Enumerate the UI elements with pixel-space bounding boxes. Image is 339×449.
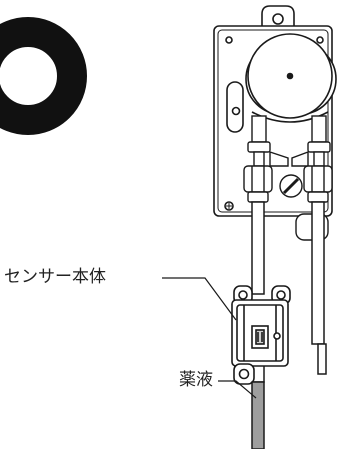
tubes bbox=[251, 201, 327, 383]
sensor-leader-line bbox=[162, 277, 237, 321]
chemical-liquid-tube bbox=[251, 381, 265, 449]
liquid-leader-line bbox=[218, 380, 257, 399]
leader-lines bbox=[162, 277, 257, 399]
pump-rotor bbox=[245, 33, 337, 123]
chemical-liquid-label: 薬液 bbox=[179, 370, 213, 390]
pump-fittings bbox=[243, 115, 333, 241]
sensor-body-label: センサー本体 bbox=[4, 267, 106, 287]
sensor-body bbox=[231, 285, 291, 385]
o-ring-icon bbox=[0, 17, 87, 135]
